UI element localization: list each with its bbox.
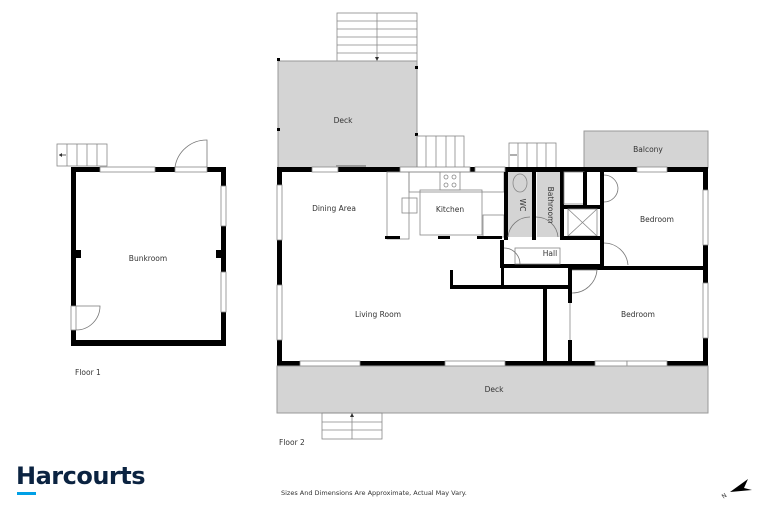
stairs-icon — [508, 142, 557, 169]
brand-underline — [17, 492, 36, 495]
window — [220, 185, 227, 227]
window — [99, 166, 156, 173]
door-swing-icon — [75, 305, 101, 331]
room-label-hall: Hall — [543, 249, 557, 258]
north-label: N — [721, 492, 729, 500]
cooktop-icon — [439, 171, 461, 191]
vanity-icon — [563, 171, 585, 205]
window — [220, 271, 227, 313]
deck-top — [277, 60, 418, 169]
door-opening — [70, 305, 77, 331]
stairs-icon — [416, 135, 465, 169]
room-label-wc: WC — [518, 199, 527, 212]
sink-icon — [401, 197, 418, 214]
room-label-bathroom: Bathroom — [546, 187, 555, 224]
wall — [71, 167, 76, 346]
room-label-bedroom-1: Bedroom — [640, 215, 674, 224]
room-label-kitchen: Kitchen — [436, 205, 464, 214]
stairs-icon — [56, 143, 108, 167]
room-label-balcony: Balcony — [633, 145, 663, 154]
room-label-living-room: Living Room — [355, 310, 401, 319]
floor-2-plan: Deck Balcony — [276, 12, 709, 440]
stairs-icon — [336, 12, 418, 62]
wall — [71, 340, 226, 346]
brand-logo: Harcourts — [16, 462, 146, 490]
room-label-deck-bottom: Deck — [485, 385, 505, 394]
floor-1-label: Floor 1 — [75, 368, 101, 377]
north-arrow-icon: N — [721, 479, 752, 500]
floor-2-label: Floor 2 — [279, 438, 305, 447]
balcony — [583, 130, 709, 169]
room-label-deck-top: Deck — [334, 116, 354, 125]
room-label-bedroom-2: Bedroom — [621, 310, 655, 319]
deck-bottom — [276, 365, 709, 414]
toilet-icon — [512, 173, 528, 193]
wall — [221, 167, 226, 346]
room-label-bunkroom: Bunkroom — [129, 254, 167, 263]
door-swing-icon — [174, 139, 208, 168]
bathroom-floor — [537, 172, 561, 237]
disclaimer-text: Sizes And Dimensions Are Approximate, Ac… — [281, 489, 467, 497]
floor-1-plan: Bunkroom — [56, 139, 227, 346]
room-label-dining-area: Dining Area — [312, 204, 356, 213]
door-opening — [174, 166, 208, 173]
stairs-icon — [321, 412, 383, 440]
